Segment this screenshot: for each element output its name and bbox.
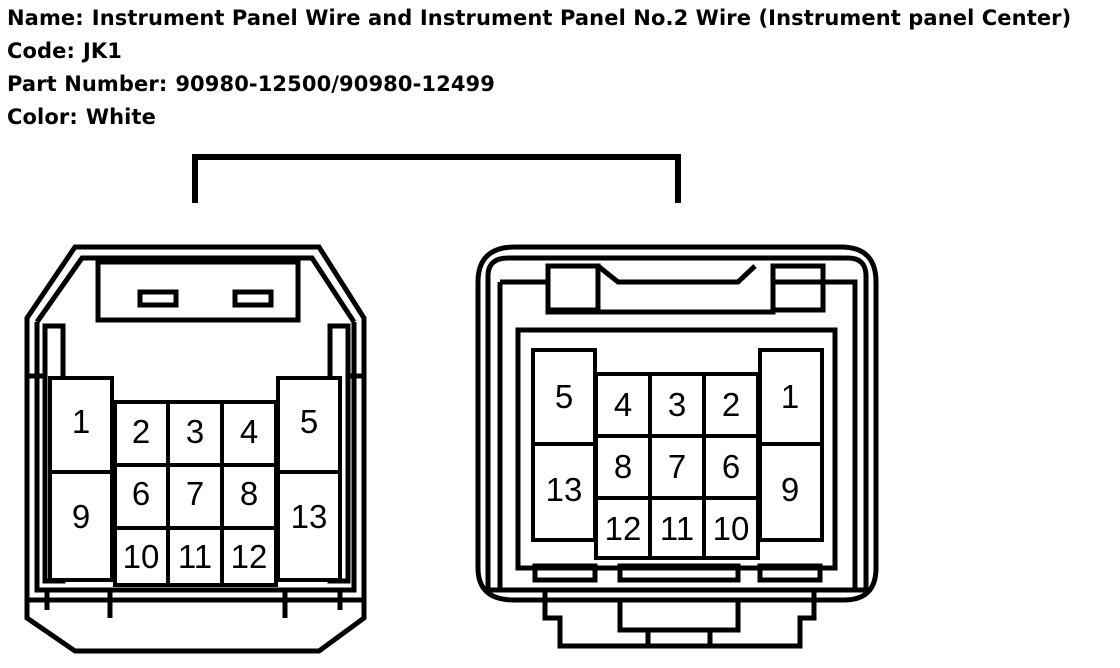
color-line: Color: White <box>7 105 156 129</box>
code-value: JK1 <box>83 39 123 63</box>
left-pin-6: 6 <box>132 475 150 512</box>
right-pin-12: 12 <box>605 510 642 547</box>
right-pin-4: 4 <box>614 386 632 423</box>
left-pin-8: 8 <box>240 475 258 512</box>
name-line: Name: Instrument Panel Wire and Instrumen… <box>7 6 1071 30</box>
color-value: White <box>85 105 156 129</box>
left-pin-1: 1 <box>72 403 90 440</box>
right-connector <box>475 244 879 649</box>
right-pin-6: 6 <box>722 448 740 485</box>
left-pin-4: 4 <box>240 413 258 450</box>
code-line: Code: JK1 <box>7 39 122 63</box>
right-pin-13: 13 <box>546 471 583 508</box>
right-pin-5: 5 <box>555 378 573 415</box>
left-pin-3: 3 <box>186 413 204 450</box>
right-pin-cells <box>531 348 824 560</box>
left-pin-2: 2 <box>132 413 150 450</box>
left-pin-13: 13 <box>291 498 328 535</box>
left-pin-9: 9 <box>72 498 90 535</box>
right-pin-8: 8 <box>614 448 632 485</box>
right-pin-9: 9 <box>781 471 799 508</box>
right-pin-numbers: 5 4 3 2 1 8 7 6 13 9 12 11 10 <box>546 378 800 547</box>
part-number-value: 90980-12500/90980-12499 <box>175 72 495 96</box>
left-pin-11: 11 <box>178 538 212 575</box>
part-number-line: Part Number: 90980-12500/90980-12499 <box>7 72 495 96</box>
right-pin-1: 1 <box>781 378 799 415</box>
right-pin-7: 7 <box>668 448 686 485</box>
color-label: Color: <box>7 105 78 129</box>
left-pin-10: 10 <box>123 538 160 575</box>
part-number-label: Part Number: <box>7 72 168 96</box>
left-pin-7: 7 <box>186 475 204 512</box>
left-pin-12: 12 <box>231 538 268 575</box>
connector-pair-bracket <box>192 154 681 203</box>
name-value: Instrument Panel Wire and Instrument Pan… <box>91 6 1072 30</box>
right-pin-10: 10 <box>713 510 750 547</box>
left-pin-cells <box>48 376 342 587</box>
right-pin-11: 11 <box>660 510 694 547</box>
left-pin-5: 5 <box>300 403 318 440</box>
right-pin-2: 2 <box>722 386 740 423</box>
right-pin-3: 3 <box>668 386 686 423</box>
left-pin-numbers: 1 2 3 4 5 6 7 8 9 10 11 12 13 <box>72 403 328 575</box>
code-label: Code: <box>7 39 76 63</box>
name-label: Name: <box>7 6 84 30</box>
